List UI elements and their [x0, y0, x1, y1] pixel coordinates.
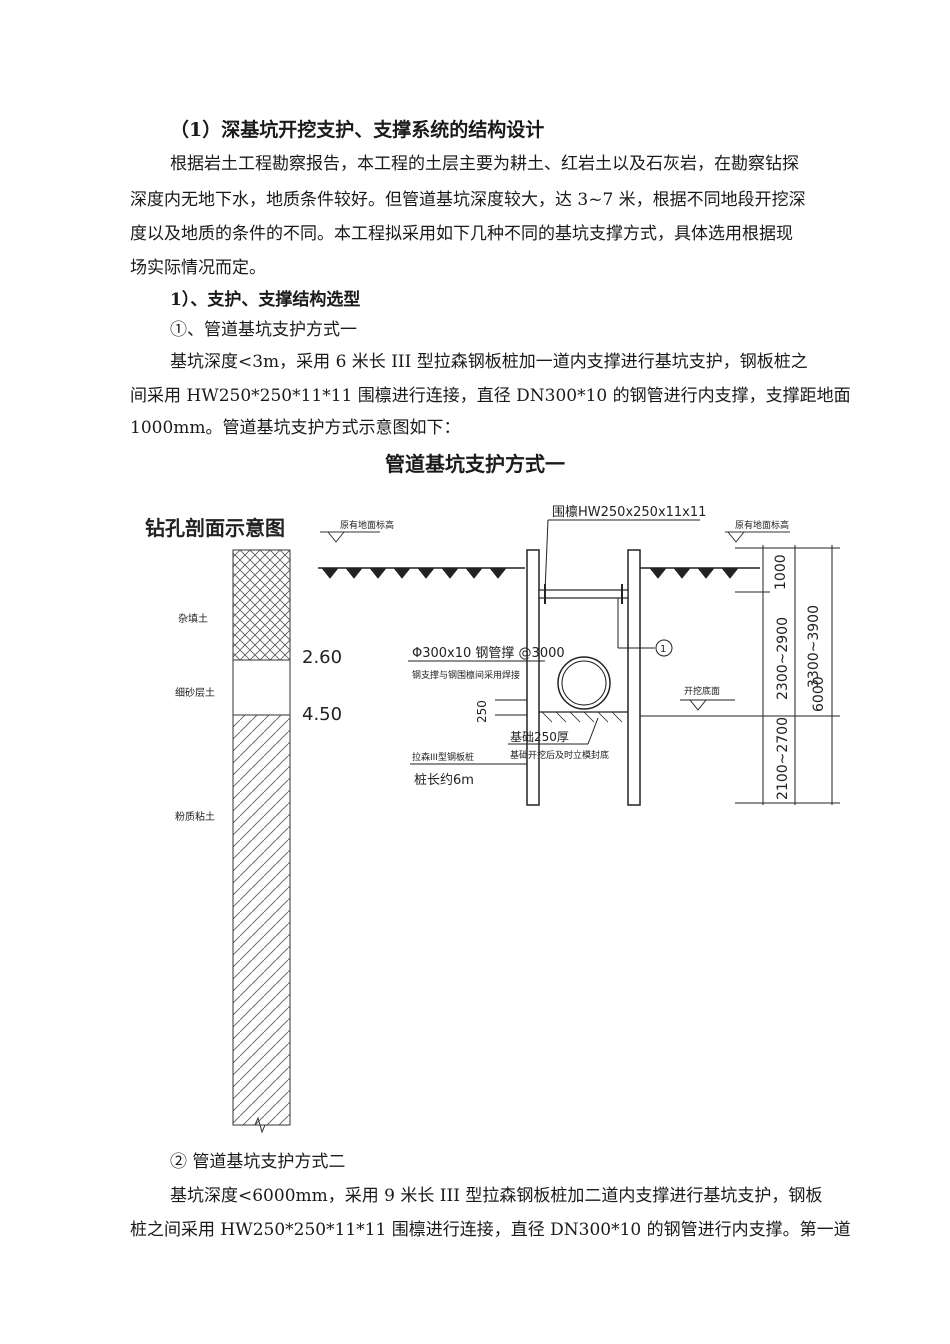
soil-fill-label: 杂填土: [178, 612, 208, 625]
sheet-pile-right: [627, 549, 641, 806]
ground-mark-left-icon: [320, 531, 380, 543]
pile-type-label: 拉森III型钢板桩: [412, 751, 474, 763]
pile-length-label: 桩长约6m: [414, 773, 474, 788]
detail-marker-icon: [655, 639, 673, 657]
waler-label: 围檩HW250x250x11x11: [552, 505, 706, 520]
depth-label-1: 2.60: [302, 647, 342, 668]
method1-title: ①、管道基坑支护方式一: [170, 320, 357, 340]
soil-sand-label: 细砂层土: [175, 686, 215, 699]
ground-mark-left: 原有地面标高: [340, 519, 394, 531]
soil-clay-label: 粉质粘土: [175, 810, 215, 823]
method2-title: ② 管道基坑支护方式二: [170, 1152, 346, 1172]
borehole-column: [232, 549, 291, 1134]
trench-bottom: [539, 711, 628, 723]
strut-label: Φ300x10 钢管撑 @3000: [412, 646, 565, 661]
ground-line-right: [640, 567, 760, 579]
intro-line-3: 度以及地质的条件的不同。本工程拟采用如下几种不同的基坑支撑方式，具体选用根据现: [130, 224, 793, 244]
intro-line-2: 深度内无地下水，地质条件较好。但管道基坑深度较大，达 3~7 米，根据不同地段开…: [130, 190, 806, 210]
pipe-icon: [557, 656, 611, 710]
intro-line-1: 根据岩土工程勘察报告，本工程的土层主要为耕土、红岩土以及石灰岩，在勘察钻探: [170, 154, 799, 174]
foundation-note-2: 基础开挖后及时立模封底: [510, 749, 609, 761]
method1-line-2: 间采用 HW250*250*11*11 围檩进行连接，直径 DN300*10 的…: [130, 386, 851, 406]
method2-line-2: 桩之间采用 HW250*250*11*11 围檩进行连接，直径 DN300*10…: [130, 1220, 851, 1240]
dim-250: 250: [475, 700, 489, 723]
ground-mark-right: 原有地面标高: [735, 519, 789, 531]
dim-2300-2900: 2300~2900: [775, 617, 791, 700]
trench-bottom-label: 开挖底面: [684, 685, 720, 697]
dim-1000: 1000: [773, 554, 789, 590]
dim-6000: 6000: [811, 676, 827, 712]
section-heading: （1）深基坑开挖支护、支撑系统的结构设计: [170, 119, 545, 141]
strut-note: 钢支撑与钢围檩间采用焊接: [412, 669, 520, 681]
sheet-pile-left: [526, 549, 540, 806]
intro-line-4: 场实际情况而定。: [130, 258, 266, 278]
method1-line-3: 1000mm。管道基坑支护方式示意图如下：: [130, 418, 461, 438]
steel-strut: [538, 584, 629, 604]
subheading: 1）、支护、支撑结构选型: [170, 290, 361, 310]
figure-title: 管道基坑支护方式一: [385, 452, 565, 476]
dimension-lines: [735, 545, 840, 805]
borehole-title: 钻孔剖面示意图: [145, 516, 285, 540]
dim-3300-3900: 3300~3900: [806, 605, 822, 688]
depth-label-2: 4.50: [302, 704, 342, 725]
ground-mark-right-icon: [725, 531, 790, 543]
dim-2100-2700: 2100~2700: [775, 717, 791, 800]
ground-line-left: [318, 567, 525, 579]
foundation-note-1: 基础250厚: [510, 730, 569, 744]
detail-marker-number: 1: [660, 644, 666, 655]
method2-line-1: 基坑深度<6000mm，采用 9 米长 III 型拉森钢板桩加二道内支撑进行基坑…: [170, 1186, 823, 1206]
trench-bottom-mark-icon: [680, 699, 735, 711]
method1-line-1: 基坑深度<3m，采用 6 米长 III 型拉森钢板桩加一道内支撑进行基坑支护，钢…: [170, 352, 808, 372]
